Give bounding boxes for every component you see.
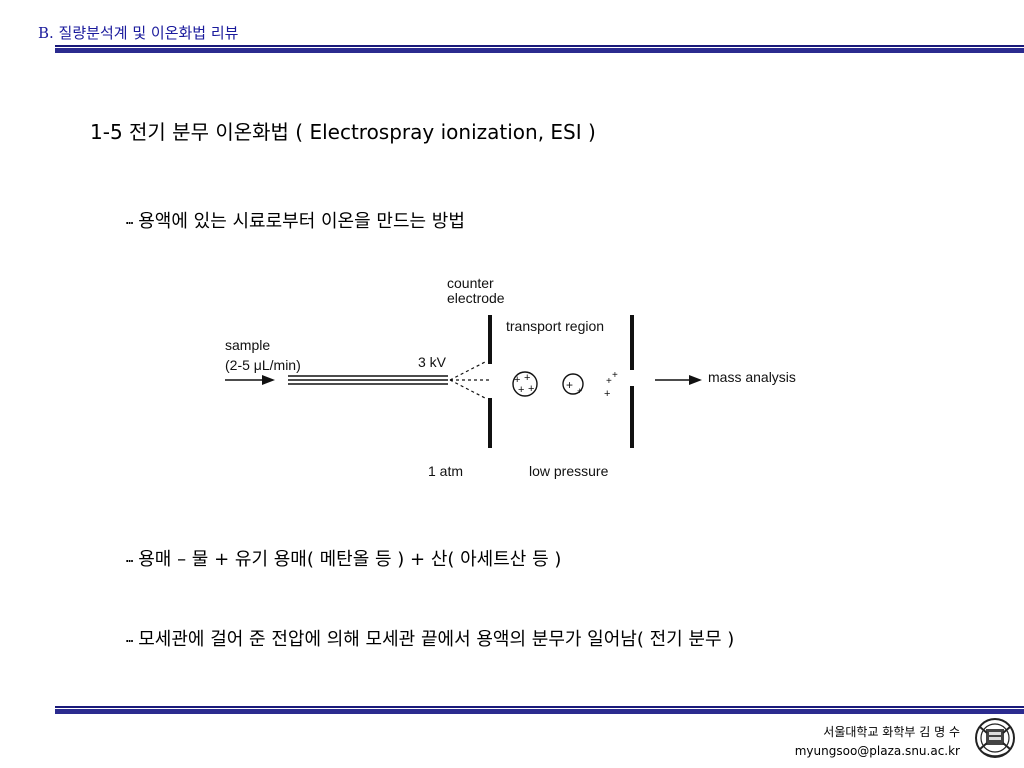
svg-text:+: +: [604, 388, 610, 400]
svg-text:+: +: [606, 376, 612, 387]
footer: 서울대학교 화학부 김 명 수 myungsoo@plaza.snu.ac.kr: [795, 723, 960, 761]
bullet-text: 모세관에 걸어 준 전압에 의해 모세관 끝에서 용액의 분무가 일어남( 전기…: [138, 629, 735, 650]
svg-text:+: +: [524, 372, 530, 384]
bullet-item: ┅ 용매 – 물 + 유기 용매( 메탄올 등 ) + 산( 아세트산 등 ): [126, 545, 561, 571]
top-divider-thin: [55, 45, 1024, 47]
atm-label: 1 atm: [428, 463, 463, 479]
svg-text:+: +: [577, 386, 582, 396]
esi-diagram: counter electrode transport region sampl…: [225, 275, 796, 479]
spray-plume: [449, 361, 490, 399]
sample-label: sample: [225, 337, 270, 353]
section-heading: 1-5 전기 분무 이온화법 ( Electrospray ionization…: [90, 120, 596, 144]
capillary: [288, 375, 448, 385]
bullet-text: 용액에 있는 시료로부터 이온을 만드는 방법: [138, 211, 465, 232]
bullet-item: ┅ 용액에 있는 시료로부터 이온을 만드는 방법: [126, 207, 465, 233]
footer-affiliation: 서울대학교 화학부 김 명 수: [823, 725, 960, 739]
electrode-label: electrode: [447, 290, 505, 306]
bottom-divider-thin: [55, 706, 1024, 708]
sample-arrow: [225, 375, 275, 385]
mass-analysis-label: mass analysis: [708, 369, 796, 385]
svg-text:+: +: [514, 374, 520, 386]
flow-rate-label: (2-5 μL/min): [225, 357, 301, 373]
bullet-text: 용매 – 물 + 유기 용매( 메탄올 등 ) + 산( 아세트산 등 ): [138, 549, 562, 570]
transport-region-label: transport region: [506, 318, 604, 334]
bullet-mark: ┅: [126, 554, 133, 568]
large-droplet: + + + +: [512, 371, 538, 397]
low-pressure-label: low pressure: [529, 463, 609, 479]
header-title: B. 질량분석계 및 이온화법 리뷰: [38, 24, 239, 42]
bullet-mark: ┅: [126, 634, 133, 648]
top-divider-thick: [55, 48, 1024, 53]
gas-phase-ions: + + +: [604, 370, 618, 400]
svg-text:+: +: [566, 378, 573, 392]
small-droplet: + +: [562, 373, 584, 396]
bottom-divider-thick: [55, 709, 1024, 714]
counter-label: counter: [447, 275, 494, 291]
footer-email: myungsoo@plaza.snu.ac.kr: [794, 744, 960, 758]
svg-text:+: +: [518, 384, 524, 396]
bullet-mark: ┅: [126, 216, 133, 230]
mass-analysis-arrow: [655, 375, 702, 385]
voltage-label: 3 kV: [418, 354, 447, 370]
svg-text:+: +: [612, 370, 618, 381]
university-emblem-icon: [975, 718, 1015, 758]
bullet-item: ┅ 모세관에 걸어 준 전압에 의해 모세관 끝에서 용액의 분무가 일어남( 전…: [126, 625, 734, 651]
svg-text:+: +: [528, 383, 534, 395]
